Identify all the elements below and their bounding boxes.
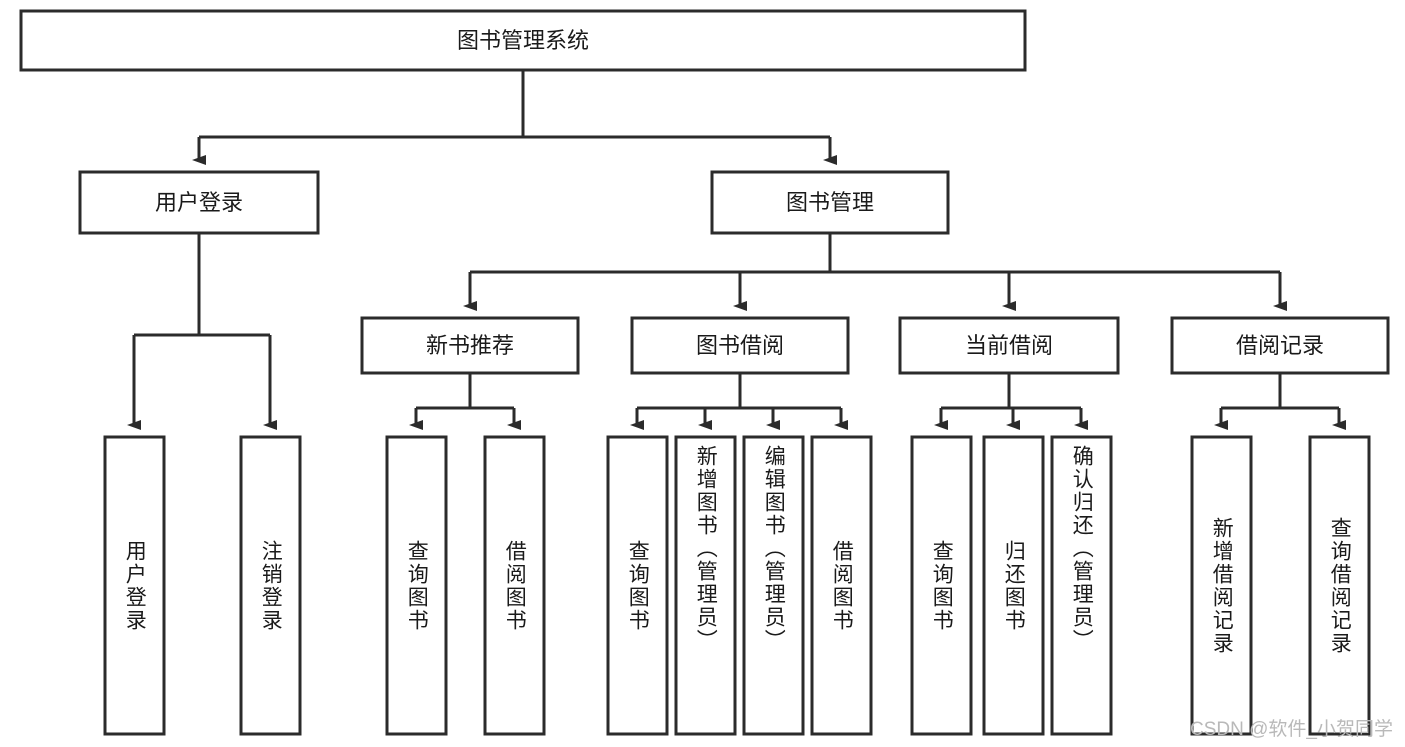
node-new-book-recommend-label: 新书推荐 — [426, 333, 514, 358]
node-root[interactable]: 图书管理系统 — [19, 9, 1027, 72]
node-leaf-edit-book-admin-box[interactable] — [742, 435, 805, 736]
node-leaf-add-borrow-record-box[interactable] — [1190, 435, 1253, 736]
node-current-borrow-label: 当前借阅 — [965, 333, 1053, 358]
node-leaf-add-book-admin-box[interactable] — [674, 435, 737, 736]
connector-group-borrow-record — [1214, 373, 1346, 430]
node-leaf-user-login-box[interactable] — [103, 435, 166, 736]
node-leaf-borrow-book-box[interactable] — [810, 435, 873, 736]
node-book-borrow-label: 图书借阅 — [696, 333, 784, 358]
node-borrow-record-box[interactable] — [1170, 316, 1390, 375]
node-leaf-return-book-box[interactable] — [982, 435, 1045, 736]
node-book-manage-label: 图书管理 — [786, 190, 874, 215]
node-book-manage[interactable]: 图书管理 — [710, 170, 950, 235]
node-new-book-recommend[interactable]: 新书推荐 — [360, 316, 580, 375]
connector-group-book-borrow — [630, 373, 848, 430]
connector-group-book-manage — [463, 233, 1287, 311]
csdn-watermark: CSDN @软件_小贺同学 — [1190, 719, 1393, 740]
node-leaf-query-book-rec-box[interactable] — [385, 435, 448, 736]
node-current-borrow-box[interactable] — [898, 316, 1120, 375]
node-user-login-box[interactable] — [78, 170, 320, 235]
connector-group-current-borrow — [934, 373, 1088, 430]
connector-group-root — [192, 70, 837, 165]
leaf-box-group — [103, 435, 1371, 736]
node-root-label: 图书管理系统 — [457, 28, 589, 53]
node-book-manage-box[interactable] — [710, 170, 950, 235]
node-current-borrow[interactable]: 当前借阅 — [898, 316, 1120, 375]
node-user-login[interactable]: 用户登录 — [78, 170, 320, 235]
node-borrow-record[interactable]: 借阅记录 — [1170, 316, 1390, 375]
node-leaf-borrow-book-rec-box[interactable] — [483, 435, 546, 736]
node-user-login-label: 用户登录 — [155, 190, 243, 215]
connector-group-new-book-recommend — [409, 373, 521, 430]
node-root-box[interactable] — [19, 9, 1027, 72]
node-leaf-query-book-current-box[interactable] — [910, 435, 973, 736]
node-new-book-recommend-box[interactable] — [360, 316, 580, 375]
node-borrow-record-label: 借阅记录 — [1236, 333, 1324, 358]
node-leaf-query-borrow-record-box[interactable] — [1308, 435, 1371, 736]
node-leaf-query-book-borrow-box[interactable] — [606, 435, 669, 736]
node-book-borrow-box[interactable] — [630, 316, 850, 375]
node-leaf-confirm-return-admin-box[interactable] — [1050, 435, 1113, 736]
node-leaf-logout-box[interactable] — [239, 435, 302, 736]
node-book-borrow[interactable]: 图书借阅 — [630, 316, 850, 375]
connector-group-user-login — [127, 233, 277, 430]
